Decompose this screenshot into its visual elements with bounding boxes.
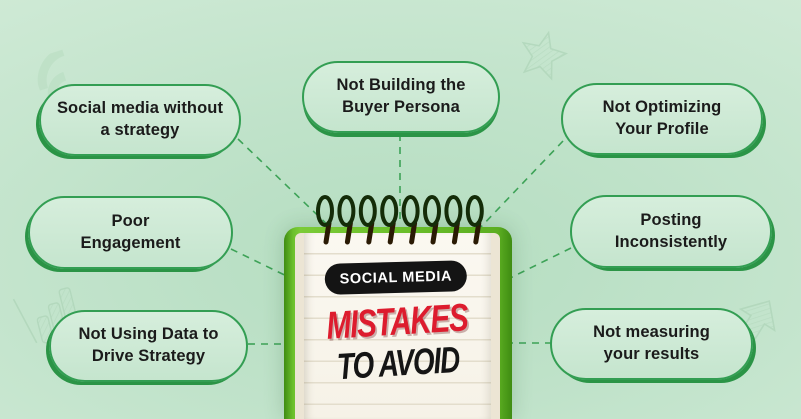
star-icon <box>521 30 569 81</box>
connector-top-right <box>477 140 564 231</box>
bubble-not-measuring-results: Not measuring your results <box>550 308 753 380</box>
bubble-poor-engagement: Poor Engagement <box>28 196 233 269</box>
bubble-label: Posting Inconsistently <box>614 210 728 251</box>
bubble-label: Poor Engagement <box>80 211 181 252</box>
spiral-coils <box>316 195 484 245</box>
bubble-label: Not Using Data to Drive Strategy <box>78 325 219 365</box>
headline-to-avoid: TO AVOID <box>335 339 461 388</box>
bubble-posting-inconsistently: Posting Inconsistently <box>570 195 772 268</box>
bubble-label: Not Building the Buyer Persona <box>336 76 466 116</box>
spiral-binding <box>316 195 484 245</box>
bubble-label: Not measuring your results <box>593 323 710 363</box>
bubble-not-using-data: Not Using Data to Drive Strategy <box>49 310 248 382</box>
notepad-title-block: SOCIAL MEDIA MISTAKES TO AVOID <box>291 259 502 388</box>
bubble-label: Not Optimizing Your Profile <box>602 98 722 138</box>
bubble-not-building-buyer-persona: Not Building the Buyer Persona <box>302 61 500 133</box>
title-badge: SOCIAL MEDIA <box>324 260 468 295</box>
bubble-social-media-without-strategy: Social media without a strategy <box>39 84 241 156</box>
bubble-label: Social media without a strategy <box>56 99 224 139</box>
bubble-not-optimizing-profile: Not Optimizing Your Profile <box>561 83 763 155</box>
